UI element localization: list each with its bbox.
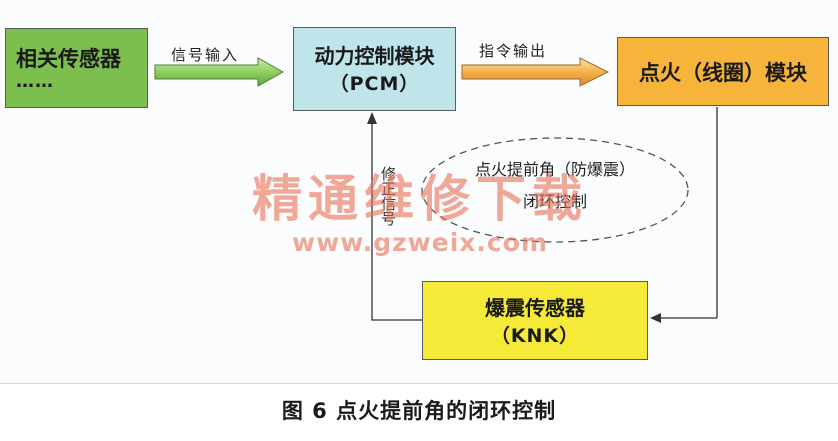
pcm-title: 动力控制模块	[314, 44, 435, 68]
signal-input-label: 信号输入	[171, 46, 240, 64]
sensors-title: 相关传感器	[16, 47, 121, 71]
correction-signal-label: 修正信号	[379, 166, 397, 226]
closed-loop-note: 点火提前角（防爆震） 闭环控制	[430, 153, 680, 217]
watermark-url: www.gzweix.com	[292, 228, 548, 257]
pcm-abbrev: （PCM）	[329, 73, 420, 95]
pcm-feedback-arrowhead	[367, 112, 377, 124]
knk-abbrev: （KNK）	[490, 324, 580, 347]
watermark-title: 精通维修下载	[252, 170, 588, 228]
pcm-node: 动力控制模块 （PCM）	[293, 27, 456, 111]
related-sensors-node: 相关传感器 ……	[5, 28, 148, 108]
closed-loop-note-line1: 点火提前角（防爆震）	[474, 160, 635, 179]
ignition-title: 点火（线圈）模块	[639, 60, 807, 85]
figure-caption: 图 6 点火提前角的闭环控制	[281, 399, 557, 423]
command-output-label: 指令输出	[479, 42, 548, 60]
knock-sensor-node: 爆震传感器 （KNK）	[422, 281, 648, 360]
ignition-module-node: 点火（线圈）模块	[617, 37, 829, 106]
knk-arrowhead	[650, 313, 661, 323]
closed-loop-ellipse	[421, 137, 689, 243]
site-watermark: 精通维修下载 www.gzweix.com	[240, 170, 600, 258]
knk-to-pcm-line	[371, 123, 422, 321]
sensors-ellipsis: ……	[16, 71, 54, 92]
signal-input-arrow	[154, 57, 285, 87]
diagram-frame: 相关传感器 …… 动力控制模块 （PCM） 点火（线圈）模块 爆震传感器 （KN…	[0, 27, 838, 384]
closed-loop-note-line2: 闭环控制	[522, 192, 587, 211]
connector-layer	[154, 57, 718, 323]
knk-title: 爆震传感器	[485, 295, 585, 320]
command-output-arrow	[461, 57, 610, 87]
